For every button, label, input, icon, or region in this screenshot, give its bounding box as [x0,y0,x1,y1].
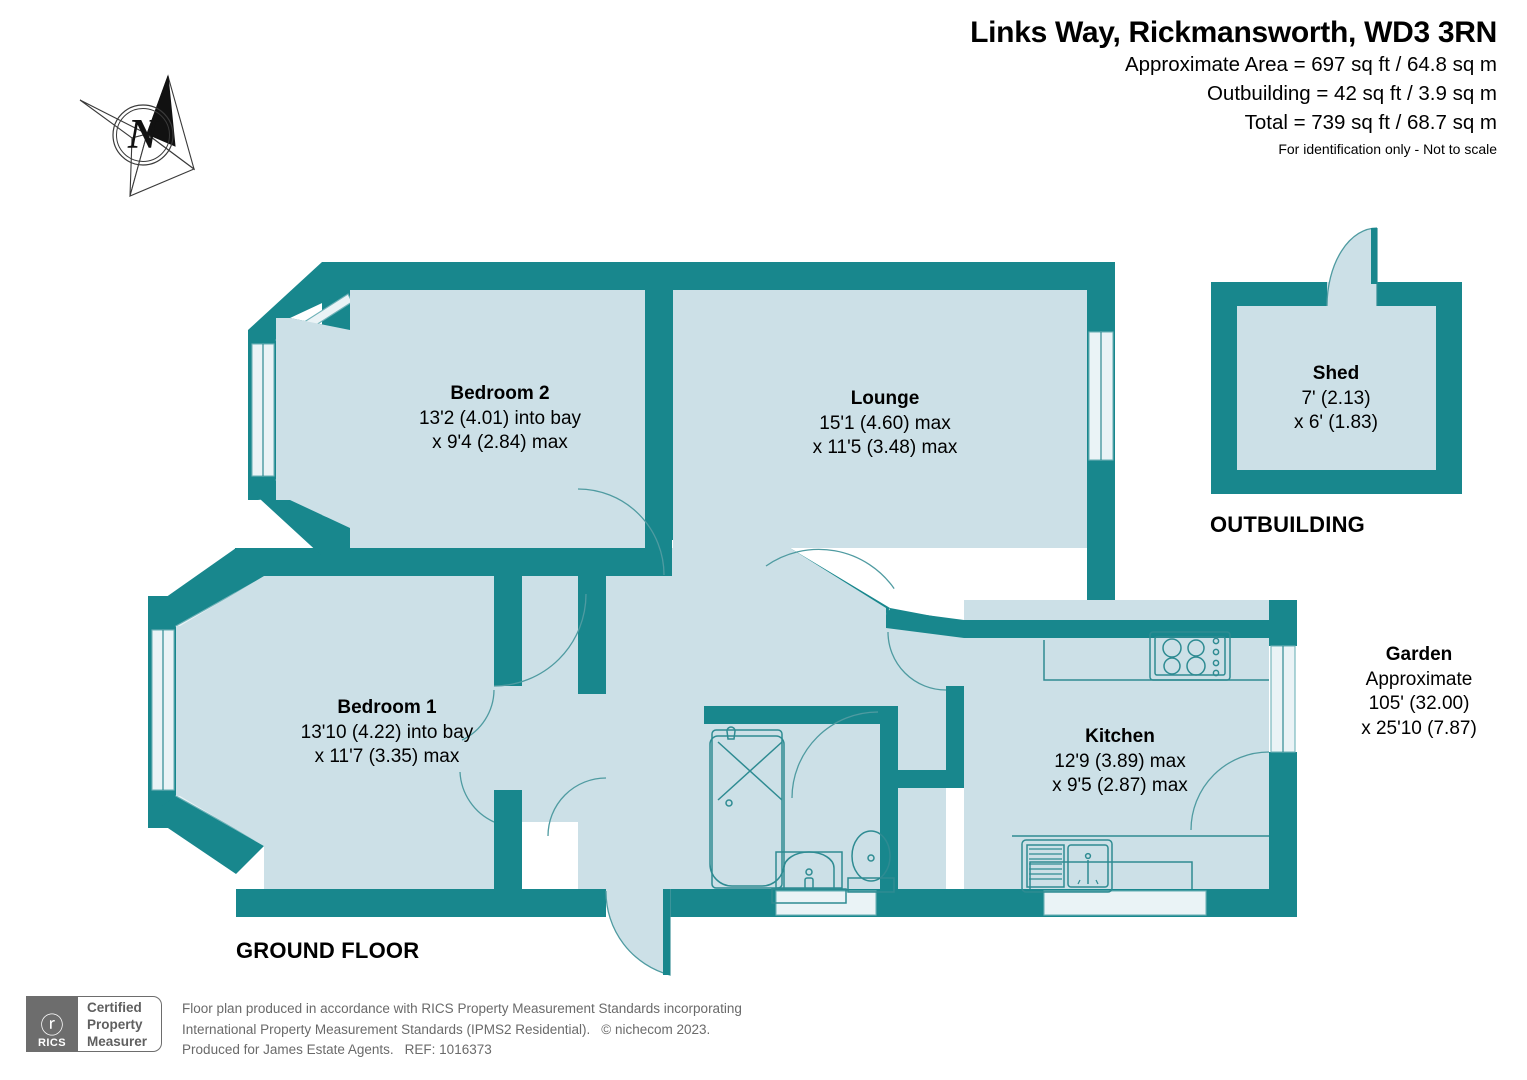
cert-line-3: Measurer [87,1033,148,1049]
bedroom1-dim2: x 11'7 (3.35) max [314,746,460,767]
plan-header: Links Way, Rickmansworth, WD3 3RN Approx… [970,16,1497,157]
shed-name: Shed [1312,363,1360,384]
footer-copyright: © nichecom 2023. [601,1021,711,1037]
shed-plan [1211,227,1462,494]
bedroom2-dim1: 13'2 (4.01) into bay [418,407,582,429]
disclaimer-text: For identification only - Not to scale [1278,141,1497,158]
outbuilding-area-text: Outbuilding = 42 sq ft / 3.9 sq m [1206,82,1497,106]
cert-line-2: Property [87,1016,143,1032]
page-title: Links Way, Rickmansworth, WD3 3RN [970,16,1497,49]
lounge-dim1: 15'1 (4.60) max [819,412,951,434]
kitchen-dim2: x 9'5 (2.87) max [1052,775,1188,796]
lounge-dim2: x 11'5 (3.48) max [812,437,958,458]
garden-dim2: 105' (32.00) [1368,693,1470,714]
plan-footer: ⓡ RICS Certified Property Measurer Floor… [26,996,742,1061]
rics-wordmark: RICS [38,1037,66,1049]
shed-dim1: 7' (2.13) [1301,387,1371,409]
rics-logo-icon: ⓡ RICS [26,996,78,1052]
ground-floor-label: GROUND FLOOR [236,938,420,963]
footer-disclaimer: Floor plan produced in accordance with R… [182,996,742,1061]
certified-property-measurer-text: Certified Property Measurer [78,996,163,1052]
room-label-kitchen: Kitchen 12'9 (3.89) max x 9'5 (2.87) max [1000,725,1240,799]
approximate-area-text: Approximate Area = 697 sq ft / 64.8 sq m [1124,53,1497,76]
total-area-text: Total = 739 sq ft / 68.7 sq m [1244,111,1497,135]
room-label-shed: Shed 7' (2.13) x 6' (1.83) [1236,362,1436,436]
room-label-lounge: Lounge 15'1 (4.60) max x 11'5 (3.48) max [765,387,1005,461]
shed-dim2: x 6' (1.83) [1294,412,1378,433]
kitchen-dim1: 12'9 (3.89) max [1054,750,1186,772]
footer-line-2: International Property Measurement Stand… [182,1020,742,1041]
compass-north-letter: N [127,112,160,158]
cert-line-1: Certified [87,999,142,1015]
room-label-garden: Garden Approximate 105' (32.00) x 25'10 … [1330,643,1508,741]
footer-line-3: Produced for James Estate Agents. REF: 10… [182,1040,742,1061]
bedroom2-name: Bedroom 2 [450,383,550,404]
footer-line-2a: International Property Measurement Stand… [182,1021,591,1037]
door-swings [459,488,1270,976]
outbuilding-label: OUTBUILDING [1210,512,1365,537]
garden-name: Garden [1385,644,1453,665]
garden-dim3: x 25'10 (7.87) [1361,717,1477,739]
kitchen-name: Kitchen [1085,726,1155,747]
compass-rose-icon: N [72,68,222,200]
lounge-name: Lounge [850,388,920,409]
kitchen-fixtures [1012,631,1269,893]
rics-certified-badge: ⓡ RICS Certified Property Measurer [26,996,163,1052]
room-label-bedroom1: Bedroom 1 13'10 (4.22) into bay x 11'7 (… [262,696,512,770]
bedroom1-dim1: 13'10 (4.22) into bay [300,721,474,743]
room-label-bedroom2: Bedroom 2 13'2 (4.01) into bay x 9'4 (2.… [380,382,620,456]
ground-floor-plan [148,227,1462,976]
bedroom2-dim2: x 9'4 (2.84) max [432,432,568,453]
footer-agent: Produced for James Estate Agents. [182,1042,394,1058]
bedroom1-name: Bedroom 1 [337,697,437,718]
garden-dim1: Approximate [1365,668,1473,690]
rics-symbol-glyph: ⓡ [40,1012,64,1038]
bathroom-fixtures [709,726,895,904]
footer-ref: REF: 1016373 [404,1042,492,1058]
footer-line-1: Floor plan produced in accordance with R… [182,1001,742,1016]
